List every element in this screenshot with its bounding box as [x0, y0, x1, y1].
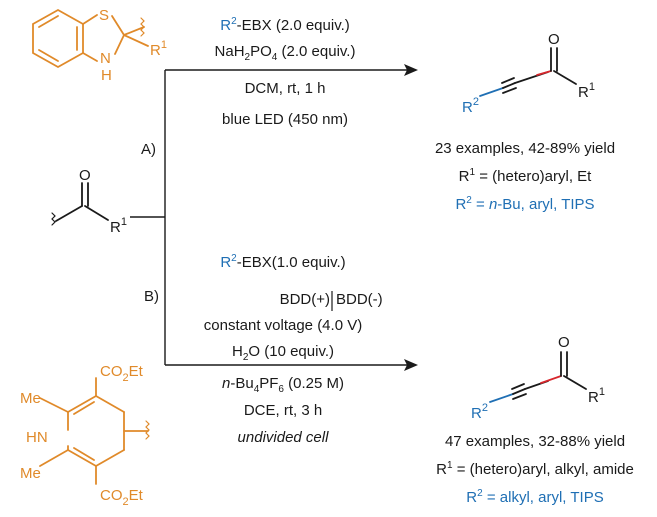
anode-label: BDD(+): [279, 291, 330, 308]
route-a-r1-scope: R1 = (hetero)aryl, Et: [458, 167, 592, 186]
reaction-arrows: [130, 69, 408, 366]
hydrogen-atom: H: [101, 67, 112, 84]
route-b-water: H2O (10 equiv.): [232, 343, 334, 363]
route-b-label: B): [144, 288, 159, 305]
oxygen-atom: O: [548, 31, 560, 48]
ester-label: CO2Et: [100, 363, 144, 384]
route-b-r2-scope: R2 = alkyl, aryl, TIPS: [466, 488, 604, 507]
r1-label: R1: [588, 386, 605, 406]
methyl-label: Me: [20, 465, 41, 482]
route-b-electrolyte: n-Bu4PF6 (0.25 M): [222, 375, 344, 395]
route-b-scope: 47 examples, 32-88% yield: [444, 433, 626, 450]
ester-label: CO2Et: [100, 487, 144, 508]
oxygen-atom: O: [558, 334, 570, 351]
dihydropyridine-structure: [39, 377, 150, 485]
ynone-product-a: [479, 47, 577, 97]
nh-label: HN: [26, 429, 48, 446]
r2-label: R2: [471, 402, 488, 422]
route-b-conditions: DCE, rt, 3 h: [243, 402, 323, 419]
ketone-structure: [51, 182, 109, 226]
r2-label: R2: [462, 96, 479, 116]
route-a-r2-scope: R2 = n-Bu, aryl, TIPS: [455, 195, 595, 214]
route-b-voltage: constant voltage (4.0 V): [203, 317, 363, 334]
route-a-scope: 23 examples, 42-89% yield: [434, 140, 616, 157]
arrow-head-top: [404, 64, 418, 76]
route-b-reagent: R2-EBX(1.0 equiv.): [220, 253, 346, 272]
benzothiazoline-structure: [32, 8, 149, 69]
ynone-product-b: [489, 351, 587, 403]
cathode-label: BDD(-): [336, 291, 383, 308]
nitrogen-atom: N: [100, 50, 111, 67]
route-b-r1-scope: R1 = (hetero)aryl, alkyl, amide: [436, 460, 634, 479]
route-b-cell: undivided cell: [237, 429, 329, 446]
arrow-head-bottom: [404, 359, 418, 371]
sulfur-atom: S: [99, 7, 109, 24]
methyl-label: Me: [20, 390, 41, 407]
r1-label: R1: [110, 216, 127, 236]
r1-label: R1: [578, 81, 595, 101]
route-a-label: A): [141, 141, 156, 158]
route-a-light: blue LED (450 nm): [222, 111, 348, 128]
oxygen-atom: O: [79, 167, 91, 184]
route-a-additive: NaH2PO4 (2.0 equiv.): [214, 43, 356, 63]
r1-label: R1: [150, 39, 167, 59]
route-a-reagent: R2-EBX (2.0 equiv.): [220, 16, 350, 35]
route-a-conditions: DCM, rt, 1 h: [244, 80, 326, 97]
